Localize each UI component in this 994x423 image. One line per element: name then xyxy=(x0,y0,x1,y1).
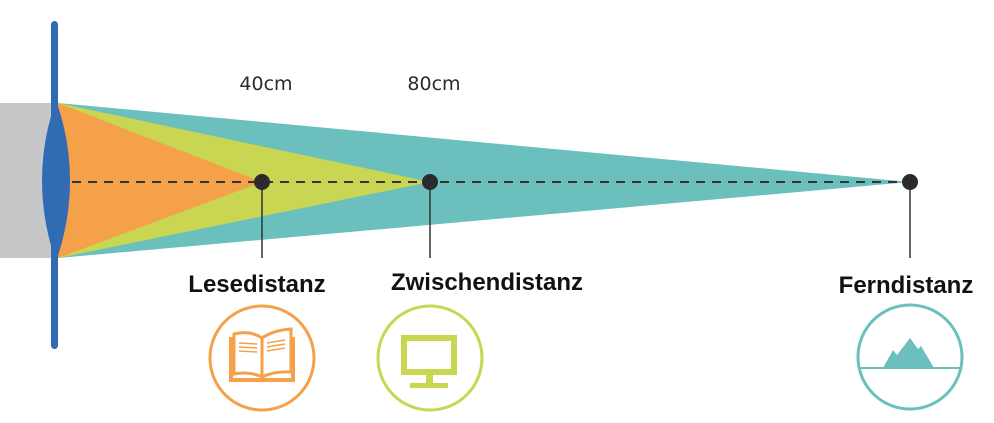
near-distance: 40cm xyxy=(239,73,292,95)
book-icon xyxy=(208,304,316,412)
mid-label: Zwischendistanz xyxy=(391,269,583,296)
near-label: Lesedistanz xyxy=(188,271,325,298)
far-label: Ferndistanz xyxy=(839,272,974,299)
near-beam xyxy=(58,103,262,258)
mid-focus-dot xyxy=(422,174,438,190)
mid-distance: 80cm xyxy=(407,73,460,95)
far-focus-dot xyxy=(902,174,918,190)
lens xyxy=(42,100,70,262)
far-beam xyxy=(58,103,910,258)
near-focus-dot xyxy=(254,174,270,190)
monitor-icon xyxy=(376,304,484,412)
mountain-icon xyxy=(856,303,964,411)
